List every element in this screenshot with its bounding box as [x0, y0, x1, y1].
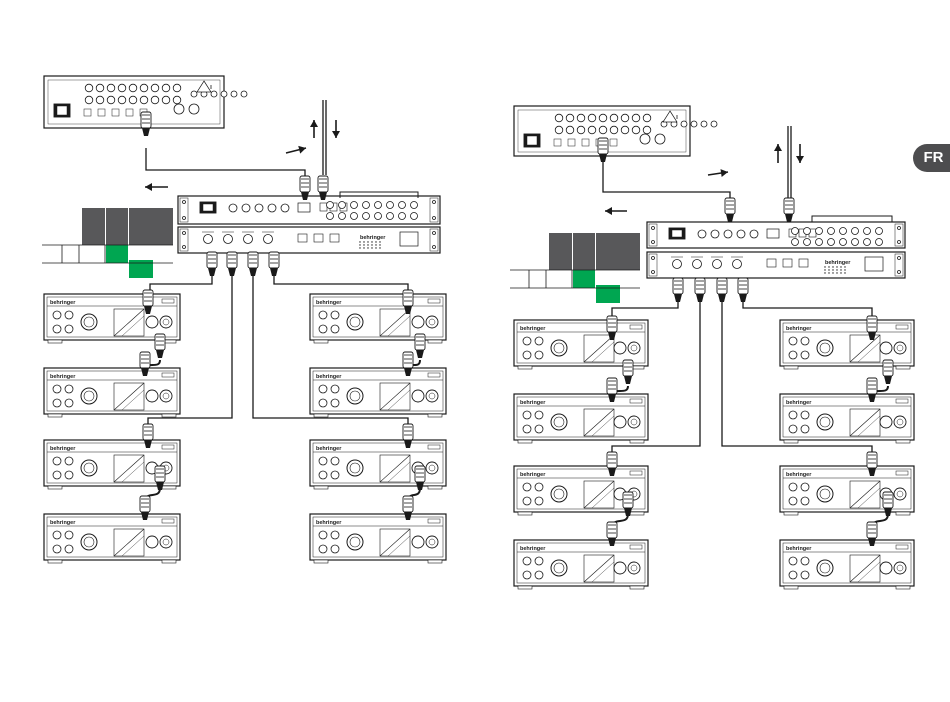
rack-unit: behringer [178, 227, 440, 253]
cable [146, 148, 305, 176]
xlr-connector [883, 360, 893, 384]
wall-box-unit: behringer [310, 440, 446, 489]
brand-label: behringer [360, 235, 386, 241]
rack-unit [178, 196, 440, 224]
brand-label: behringer [50, 520, 76, 526]
xlr-connector [673, 278, 683, 302]
brand-label: behringer [316, 300, 342, 306]
xlr-connector [738, 278, 748, 302]
brand-label: behringer [50, 446, 76, 452]
wall-box-unit: behringer [310, 294, 446, 343]
xlr-connector [248, 252, 258, 276]
xlr-connector [207, 252, 217, 276]
brand-label: behringer [50, 374, 76, 380]
xlr-connector [415, 334, 425, 358]
brand-label: behringer [520, 326, 546, 332]
xlr-connector [717, 278, 727, 302]
left-panel: behringer behringer behringer behringer behr… [42, 76, 446, 563]
brand-label: behringer [825, 260, 851, 266]
rack-unit: behringer [647, 252, 905, 278]
brand-label: behringer [50, 300, 76, 306]
brand-label: behringer [316, 374, 342, 380]
brand-label: behringer [786, 400, 812, 406]
brand-label: behringer [786, 472, 812, 478]
wall-box-unit: behringer [780, 320, 914, 369]
rack-unit [647, 222, 905, 248]
signal-table [510, 233, 640, 303]
brand-label: behringer [316, 520, 342, 526]
xlr-connector [725, 198, 735, 222]
flow-arrow [286, 146, 306, 154]
wall-box-unit: behringer [44, 368, 180, 417]
brand-label: behringer [786, 546, 812, 552]
brand-label: behringer [786, 326, 812, 332]
right-panel: behringer behringer behringer behringer behr… [510, 106, 914, 589]
mixer-console [514, 106, 717, 156]
brand-label: behringer [520, 546, 546, 552]
brand-label: behringer [316, 446, 342, 452]
cable [603, 156, 730, 200]
flow-arrow [332, 120, 340, 138]
brand-label: behringer [520, 400, 546, 406]
xlr-connector [623, 360, 633, 384]
language-tab[interactable]: FR [913, 144, 950, 172]
xlr-connector [227, 252, 237, 276]
flow-arrow [708, 169, 728, 177]
network-lines [323, 100, 326, 175]
wall-box-unit: behringer [514, 394, 648, 443]
wall-box-unit: behringer [44, 514, 180, 563]
xlr-connector [598, 138, 608, 162]
xlr-connector [269, 252, 279, 276]
bracket [812, 216, 892, 222]
xlr-connector [784, 198, 794, 222]
xlr-connector [141, 112, 151, 136]
flow-arrow [310, 120, 318, 138]
wall-box-unit: behringer [310, 514, 446, 563]
xlr-connector [155, 334, 165, 358]
flow-arrow [605, 207, 627, 215]
brand-label: behringer [520, 472, 546, 478]
wall-box-unit: behringer [780, 466, 914, 515]
wall-box-unit: behringer [780, 394, 914, 443]
wall-box-unit: behringer [514, 540, 648, 589]
wall-box-unit: behringer [310, 368, 446, 417]
signal-table [42, 208, 173, 278]
flow-arrow [774, 144, 782, 163]
flow-arrow [796, 144, 804, 163]
xlr-connector [695, 278, 705, 302]
network-lines [788, 126, 791, 200]
flow-arrow [145, 183, 168, 191]
wall-box-unit: behringer [780, 540, 914, 589]
